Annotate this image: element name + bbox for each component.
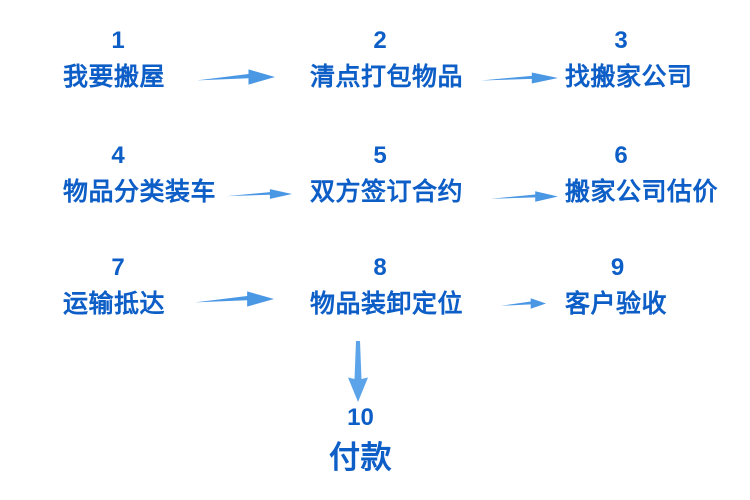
step-number: 7	[111, 254, 125, 281]
step-number: 1	[111, 27, 125, 54]
step-number: 10	[347, 404, 374, 431]
step-number: 3	[614, 27, 628, 54]
arrow-right-icon	[491, 191, 558, 202]
flow-step-3: 3 找搬家公司	[565, 26, 693, 92]
flow-step-4: 4 物品分类装车	[63, 141, 216, 207]
step-label: 运输抵达	[63, 290, 166, 318]
step-number: 6	[614, 142, 628, 169]
flow-step-9: 9 客户验收	[565, 253, 670, 319]
step-number: 4	[111, 142, 125, 169]
step-label: 付款	[329, 440, 392, 475]
step-number: 8	[373, 254, 387, 281]
arrow-down-icon	[348, 341, 368, 402]
arrow-right-icon	[195, 291, 274, 307]
step-label: 客户验收	[565, 290, 668, 318]
flow-step-5: 5 双方签订合约	[310, 141, 463, 207]
flow-step-10: 10 付款	[318, 403, 403, 475]
step-label: 物品分类装车	[63, 178, 217, 206]
step-number: 9	[610, 254, 625, 281]
step-number: 5	[373, 142, 387, 169]
arrow-right-icon	[501, 298, 546, 309]
step-label: 清点打包物品	[310, 63, 464, 91]
step-label: 搬家公司估价	[565, 178, 719, 206]
flow-step-1: 1 我要搬屋	[63, 26, 173, 92]
arrow-right-icon	[197, 69, 275, 85]
arrow-right-icon	[227, 189, 292, 199]
flow-step-7: 7 运输抵达	[63, 253, 173, 319]
step-label: 我要搬屋	[63, 63, 166, 91]
flow-step-8: 8 物品装卸定位	[310, 253, 463, 319]
arrow-right-icon	[481, 72, 558, 84]
flow-step-6: 6 搬家公司估价	[565, 141, 718, 207]
step-label: 物品装卸定位	[310, 290, 464, 318]
step-label: 双方签订合约	[310, 178, 464, 206]
flow-step-2: 2 清点打包物品	[310, 26, 463, 92]
step-label: 找搬家公司	[565, 63, 693, 91]
step-number: 2	[373, 27, 387, 54]
